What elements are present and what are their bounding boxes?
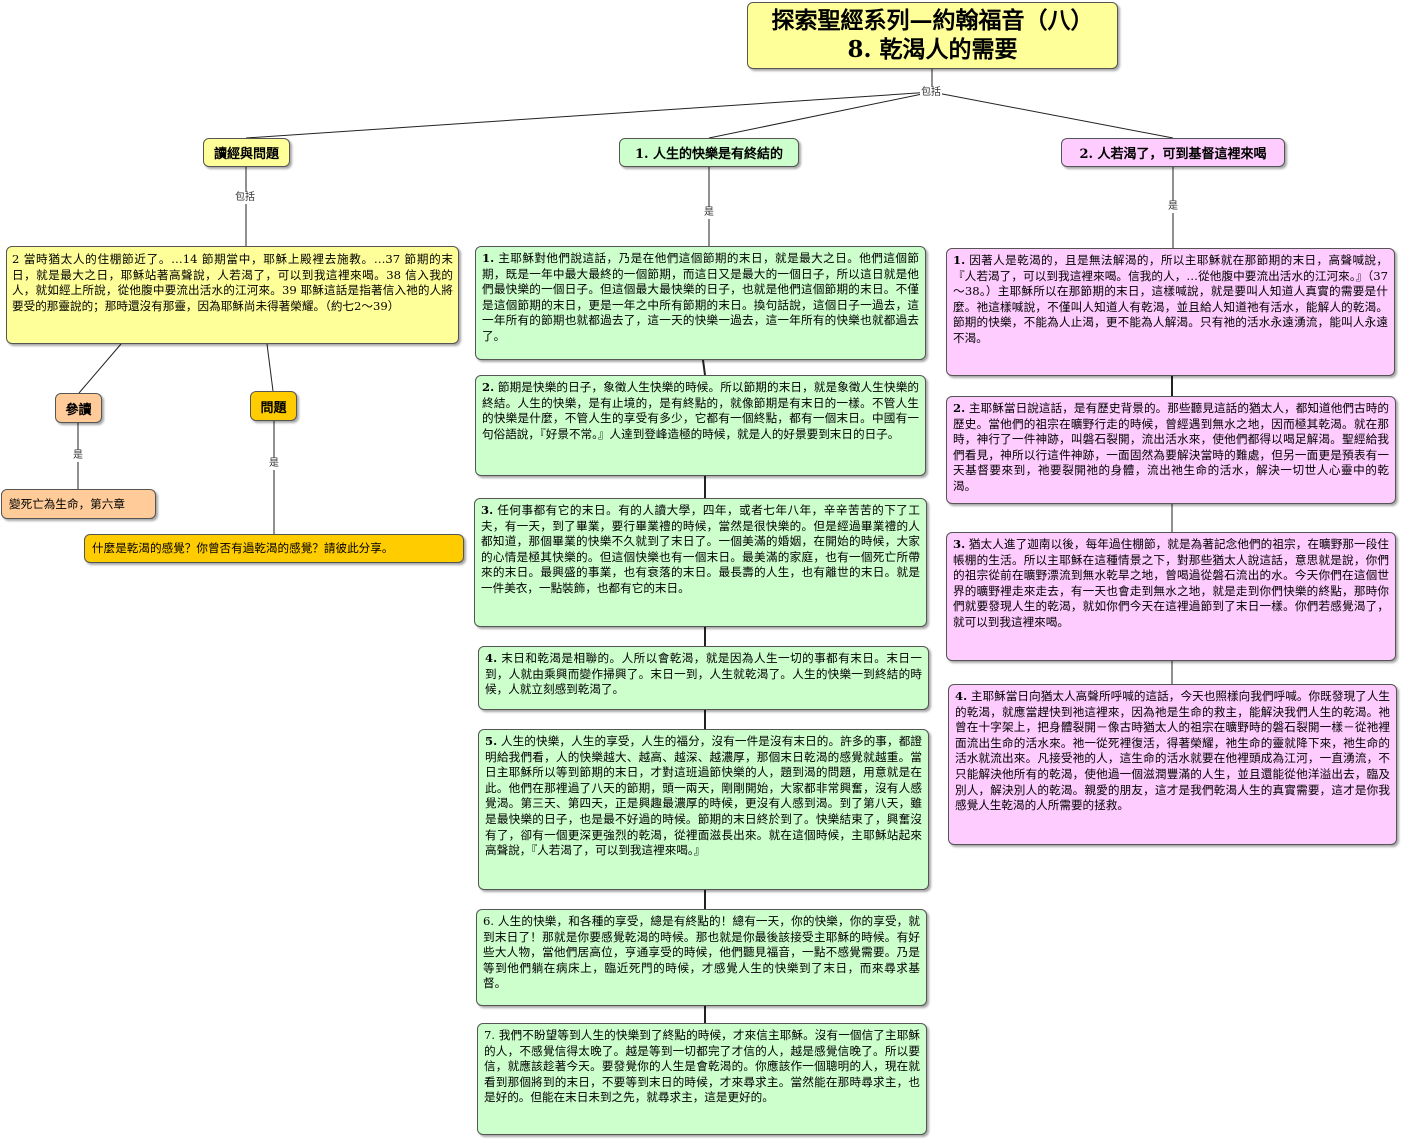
item-number: 1.	[953, 253, 966, 267]
item-number: 1.	[482, 251, 495, 265]
col1-item-7[interactable]: 7. 我們不盼望等到人生的快樂到了終點的時候，才來信主耶穌。沒有一個信了主耶穌的…	[477, 1023, 927, 1135]
scripture-node[interactable]: 2 當時猶太人的住棚節近了。…14 節期當中，耶穌上殿裡去施教。…37 節期的末…	[6, 246, 459, 344]
question-link-label: 是	[268, 458, 280, 470]
col2-item-1[interactable]: 1. 因著人是乾渴的，且是無法解渴的，所以主耶穌就在那節期的末日，高聲喊說，『人…	[946, 248, 1395, 376]
col1-item-3[interactable]: 3. 任何事都有它的末日。有的人讀大學，四年，或者七年八年，辛辛苦苦的下了工夫，…	[474, 498, 927, 627]
ref-link-label: 是	[72, 450, 84, 462]
item-number: 2.	[953, 401, 966, 415]
root-link-label: 包括	[920, 87, 942, 99]
question-value-node[interactable]: 什麼是乾渴的感覺？你曾否有過乾渴的感覺？請彼此分享。	[84, 534, 464, 563]
item-number: 6.	[483, 914, 495, 928]
item-text: 主耶穌對他們說這話，乃是在他們這個節期的末日，就是最大之日。他們這個節期，既是一…	[482, 251, 919, 343]
item-text: 人生的快樂，和各種的享受，總是有終點的！總有一天，你的快樂，你的享受，就到末日了…	[483, 914, 920, 991]
item-text: 人生的快樂，人生的享受，人生的福分，沒有一件是沒有末日的。許多的事，都證明給我們…	[485, 734, 922, 858]
col1-item-2[interactable]: 2. 節期是快樂的日子，象徵人生快樂的時候。所以節期的末日，就是象徵人生快樂的終…	[475, 375, 926, 476]
map-title[interactable]: 探索聖經系列—約翰福音（八） 8. 乾渴人的需要	[747, 2, 1118, 69]
col2-link-label: 是	[1167, 201, 1179, 213]
item-text: 末日和乾渴是相聯的。人所以會乾渴，就是因為人生一切的事都有末日。末日一到，人就由…	[485, 651, 922, 697]
item-number: 5.	[485, 734, 498, 748]
reading-header[interactable]: 讀經與問題	[203, 138, 290, 167]
title-line-2: 8. 乾渴人的需要	[847, 36, 1018, 63]
col1-header[interactable]: 1. 人生的快樂是有終結的	[619, 138, 799, 167]
col1-item-1[interactable]: 1. 主耶穌對他們說這話，乃是在他們這個節期的末日，就是最大之日。他們這個節期，…	[475, 246, 926, 360]
item-number: 7.	[484, 1028, 496, 1042]
item-text: 我們不盼望等到人生的快樂到了終點的時候，才來信主耶穌。沒有一個信了主耶穌的人，不…	[484, 1028, 920, 1105]
ref-value-node[interactable]: 變死亡為生命，第六章	[1, 489, 156, 519]
item-text: 因著人是乾渴的，且是無法解渴的，所以主耶穌就在那節期的末日，高聲喊說，『人若渴了…	[953, 253, 1388, 345]
col1-link-label: 是	[703, 207, 715, 219]
col1-item-6[interactable]: 6. 人生的快樂，和各種的享受，總是有終點的！總有一天，你的快樂，你的享受，就到…	[476, 909, 927, 1006]
col2-item-3[interactable]: 3. 猶太人進了迦南以後，每年過住棚節，就是為著記念他們的祖宗，在曠野那一段住帳…	[946, 532, 1396, 661]
col2-item-2[interactable]: 2. 主耶穌當日說這話，是有歷史背景的。那些聽見這話的猶太人，都知道他們古時的歷…	[946, 396, 1396, 504]
item-number: 2.	[482, 380, 495, 394]
col1-item-4[interactable]: 4. 末日和乾渴是相聯的。人所以會乾渴，就是因為人生一切的事都有末日。末日一到，…	[478, 646, 929, 710]
item-number: 4.	[485, 651, 498, 665]
title-line-1: 探索聖經系列—約翰福音（八）	[771, 7, 1094, 34]
col2-item-4[interactable]: 4. 主耶穌當日向猶太人高聲所呼喊的這話，今天也照樣向我們呼喊。你既發現了人生的…	[948, 684, 1397, 845]
item-number: 4.	[955, 689, 968, 703]
col2-header[interactable]: 2. 人若渴了，可到基督這裡來喝	[1061, 138, 1285, 167]
item-number: 3.	[481, 503, 494, 517]
item-text: 主耶穌當日說這話，是有歷史背景的。那些聽見這話的猶太人，都知道他們古時的歷史。當…	[953, 401, 1389, 493]
reading-link-label: 包括	[234, 192, 256, 204]
item-text: 節期是快樂的日子，象徵人生快樂的時候。所以節期的末日，就是象徵人生快樂的終結。人…	[482, 380, 919, 441]
ref-label-node[interactable]: 參讀	[55, 393, 102, 423]
item-text: 任何事都有它的末日。有的人讀大學，四年，或者七年八年，辛辛苦苦的下了工夫，有一天…	[481, 503, 920, 595]
item-text: 主耶穌當日向猶太人高聲所呼喊的這話，今天也照樣向我們呼喊。你既發現了人生的乾渴，…	[955, 689, 1390, 813]
col1-item-5[interactable]: 5. 人生的快樂，人生的享受，人生的福分，沒有一件是沒有末日的。許多的事，都證明…	[478, 729, 929, 890]
question-label-node[interactable]: 問題	[250, 391, 297, 421]
item-text: 猶太人進了迦南以後，每年過住棚節，就是為著記念他們的祖宗，在曠野那一段住帳棚的生…	[953, 537, 1389, 629]
item-number: 3.	[953, 537, 966, 551]
